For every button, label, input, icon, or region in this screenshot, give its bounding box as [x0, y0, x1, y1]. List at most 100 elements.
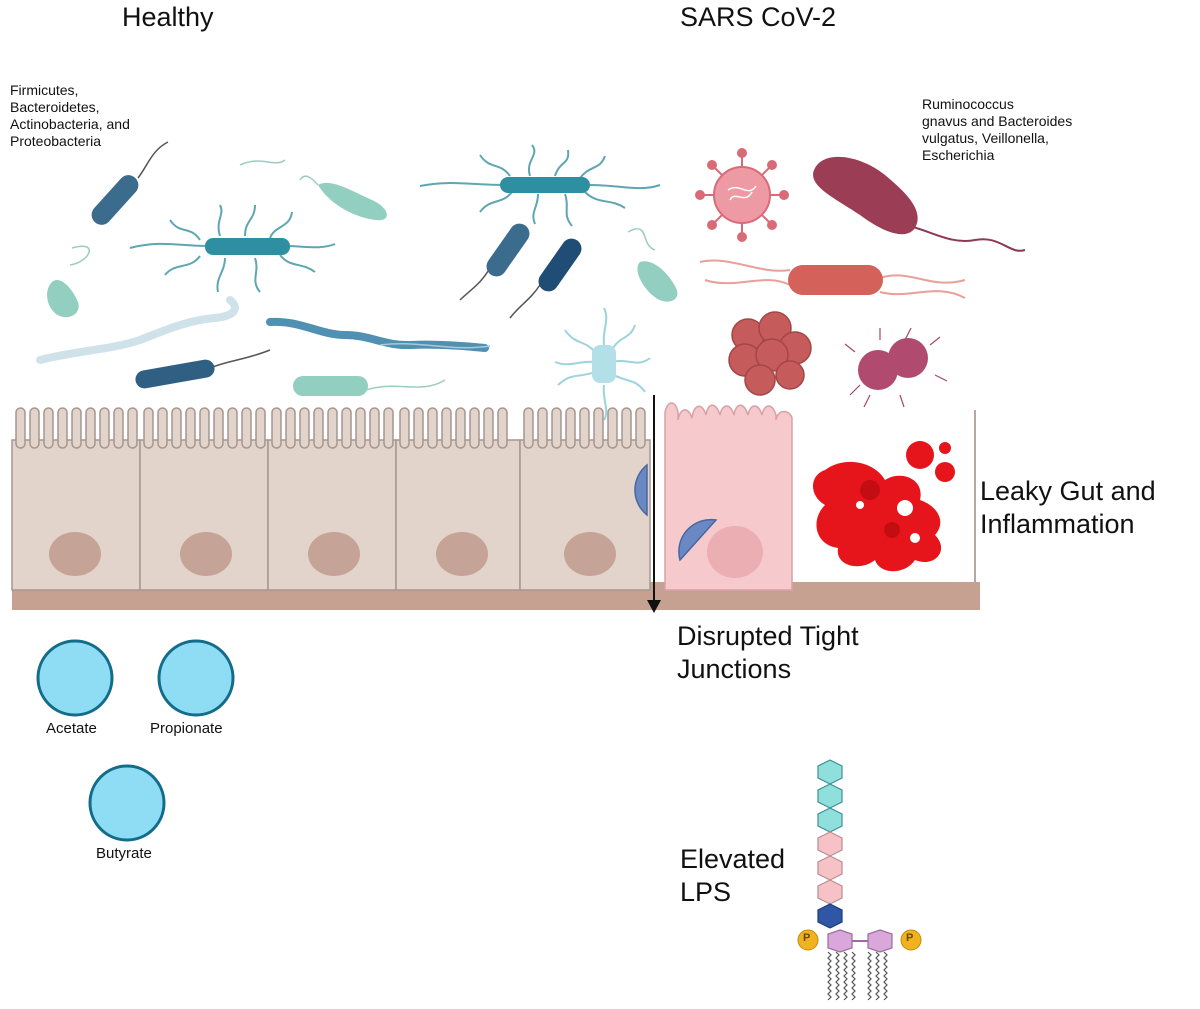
microvillus [497, 407, 508, 449]
inflamed-nucleus [707, 526, 763, 578]
tight-junction-protein-2 [678, 518, 718, 562]
bacterium-vibrio-mint-1 [318, 182, 387, 221]
leaky-gut-label: Leaky Gut and Inflammation [980, 476, 1156, 539]
microvillus [29, 407, 40, 449]
microvillus [523, 407, 534, 449]
microvillus [285, 407, 296, 449]
microvillus [635, 407, 646, 449]
spirochete-blue [266, 317, 489, 352]
healthy-microbiota [36, 141, 678, 421]
microvillus [313, 407, 324, 449]
lipid-tail [851, 951, 856, 1001]
nucleus-5 [564, 532, 616, 576]
bacterium-rod-dark-1 [91, 141, 169, 225]
nucleus-2 [180, 532, 232, 576]
sars-microbiota [695, 148, 1026, 408]
microvillus [469, 407, 480, 449]
microvillus [441, 407, 452, 449]
microvillus [171, 407, 182, 449]
bacterium-vibrio-mint-3 [637, 261, 678, 302]
title-sars-cov-2: SARS CoV-2 [680, 2, 837, 32]
healthy-bacteria-label: Firmicutes, Bacteroidetes, Actinobacteri… [10, 82, 130, 149]
tight-junction-protein-1 [634, 463, 648, 517]
microvillus [199, 407, 210, 449]
lps-label: Elevated LPS [680, 844, 786, 907]
propionate-circle [157, 639, 235, 717]
junction-arrow-head [647, 600, 661, 613]
bacterium-rod-blue-2 [538, 238, 582, 292]
microvillus [57, 407, 68, 449]
spirochete-light [36, 296, 239, 364]
bacterium-flagellated-teal-2-body [500, 177, 590, 193]
microvillus [255, 407, 266, 449]
microvillus [579, 407, 590, 449]
butyrate-circle [88, 764, 166, 842]
phosphate-label-1: P [803, 932, 811, 944]
microvillus [621, 407, 632, 449]
bacterium-cluster [728, 311, 812, 396]
microvillus [383, 407, 394, 449]
epithelium [11, 395, 980, 613]
microvillus [227, 407, 238, 449]
microvillus [99, 407, 110, 449]
bacterium-veillonella [844, 327, 948, 408]
lipid-tail [867, 951, 872, 1001]
lipid-tail [875, 951, 880, 1001]
scfa-molecules [36, 639, 235, 842]
title-healthy: Healthy [122, 2, 214, 32]
microvillus [143, 407, 154, 449]
blood-cells [812, 441, 955, 572]
microvillus [537, 407, 548, 449]
bacterium-vibrio-mint-2 [47, 280, 79, 318]
microvillus [327, 407, 338, 449]
microvillus [127, 407, 138, 449]
microvillus [157, 407, 168, 449]
microvillus [341, 407, 352, 449]
acetate-label: Acetate [46, 720, 97, 737]
microvillus [271, 407, 282, 449]
microvillus [71, 407, 82, 449]
microvillus [185, 407, 196, 449]
sars-bacteria-label: Ruminococcus gnavus and Bacteroides vulg… [922, 96, 1073, 163]
lps-molecule [797, 759, 922, 1001]
acetate-circle [36, 639, 114, 717]
microvillus [399, 407, 410, 449]
microvillus [241, 407, 252, 449]
microvillus [483, 407, 494, 449]
lipid-tail [843, 951, 848, 1001]
nucleus-4 [436, 532, 488, 576]
microvillus [427, 407, 438, 449]
microvillus [213, 407, 224, 449]
nucleus-1 [49, 532, 101, 576]
microvillus [565, 407, 576, 449]
microvillus [355, 407, 366, 449]
nucleus-3 [308, 532, 360, 576]
tight-junction-label: Disrupted Tight Junctions [677, 621, 859, 684]
microvillus [299, 407, 310, 449]
bacterium-rod-blue-1 [486, 223, 530, 277]
microvillus [113, 407, 124, 449]
lipid-tail [883, 951, 888, 1001]
propionate-label: Propionate [150, 720, 223, 737]
bacterium-rod-mint [293, 376, 368, 396]
microvillus [593, 407, 604, 449]
phosphate-label-2: P [906, 932, 914, 944]
lipid-tail [835, 951, 840, 1001]
bacterium-flagellated-teal-1-body [205, 238, 290, 255]
bacterium-rod-dark-2 [135, 359, 215, 389]
butyrate-label: Butyrate [96, 845, 152, 862]
microvillus [15, 407, 26, 449]
lipid-tail [827, 951, 832, 1001]
microvillus [607, 407, 618, 449]
bacterium-flagellated-teal-2 [419, 144, 661, 227]
bacterium-escherichia [788, 265, 883, 295]
microvillus [369, 407, 380, 449]
microvillus [43, 407, 54, 449]
microvillus [85, 407, 96, 449]
microvillus [413, 407, 424, 449]
bacterium-flagellated-lightblue-body [592, 345, 616, 383]
microvillus [455, 407, 466, 449]
microvillus [551, 407, 562, 449]
